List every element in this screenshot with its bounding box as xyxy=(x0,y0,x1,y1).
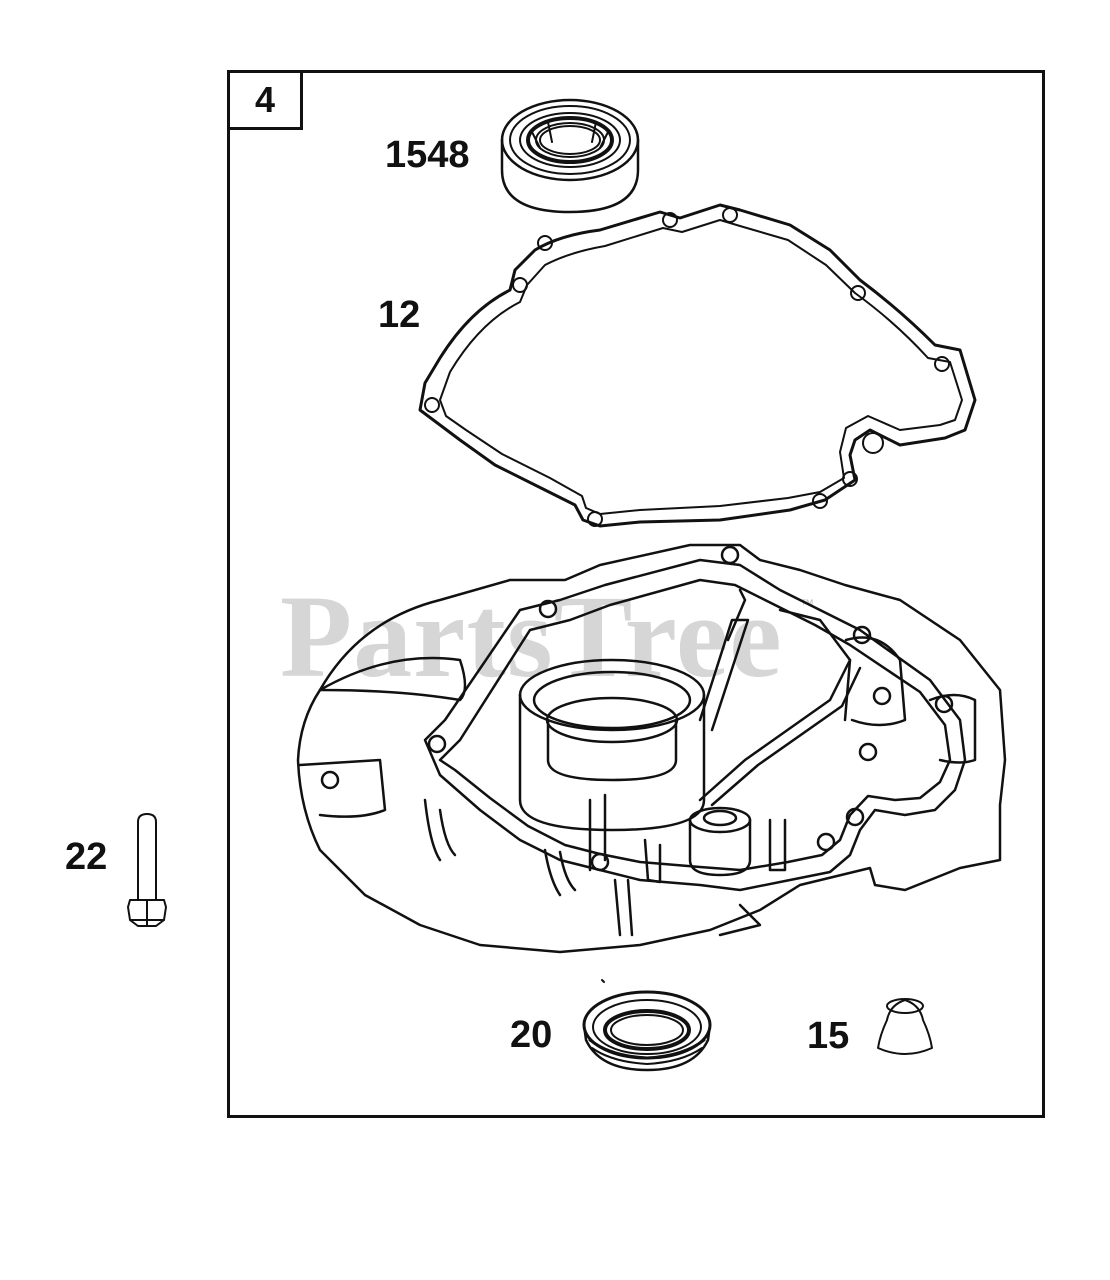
cap-part[interactable] xyxy=(877,998,933,1055)
part-number-label-15[interactable]: 15 xyxy=(807,1015,850,1057)
part-number-label-12[interactable]: 12 xyxy=(378,294,421,336)
kit-frame xyxy=(227,70,1045,1118)
oil-seal-part[interactable] xyxy=(582,979,712,1072)
part-number-label-1548[interactable]: 1548 xyxy=(385,134,470,176)
kit-number: 4 xyxy=(254,79,276,120)
part-number-label-22[interactable]: 22 xyxy=(65,836,108,878)
bolt-part[interactable] xyxy=(127,813,167,927)
gasket-part[interactable] xyxy=(418,203,977,528)
part-number-label-20[interactable]: 20 xyxy=(510,1014,553,1056)
bearing-part[interactable] xyxy=(500,98,640,214)
crankcase-cover-part[interactable] xyxy=(296,543,1007,954)
kit-number-box: 4 xyxy=(227,70,303,130)
